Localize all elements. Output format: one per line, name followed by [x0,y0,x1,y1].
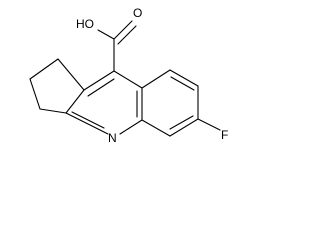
carbonyl-oxygen-label: O [133,6,142,20]
bond-c6-c5-double [169,115,194,130]
ring-nitrogen-label: N [108,131,117,145]
bond-carboxyl-c-o [113,20,133,40]
carboxylic-acid-group [97,20,137,72]
bond-c3a-c9a [65,89,85,114]
bond-c1-c2 [29,58,59,80]
bond-c9a-c9 [83,70,115,91]
bond-c3-c3a [39,108,67,114]
chemical-structure: HO O N F [29,6,228,145]
bond-n-c3a-double [71,111,105,129]
bond-c6-c5 [169,118,199,137]
fluorine-label: F [221,128,228,142]
bond-c2-c3 [29,78,41,110]
bond-carboxyl-c-oh [97,29,115,40]
bond-c5-c4a [141,119,171,137]
bond-c8-c7 [169,69,199,87]
bond-carboxyl-c-o-double [117,25,137,45]
benzene-ring [141,69,199,137]
bond-c6-f [197,118,221,131]
hydroxyl-label: HO [76,17,94,31]
pyridine-ring [65,70,143,135]
bond-n-c3a [65,112,109,135]
bond-c9-c9-double [87,78,115,97]
bond-c4a-n [119,119,143,135]
bond-c8-c7-double [170,76,195,91]
cyclopentane-ring [29,58,85,114]
bond-c9a-c1 [57,58,85,91]
bond-c9-c8a [113,70,143,89]
bond-c8a-c8 [141,69,171,89]
